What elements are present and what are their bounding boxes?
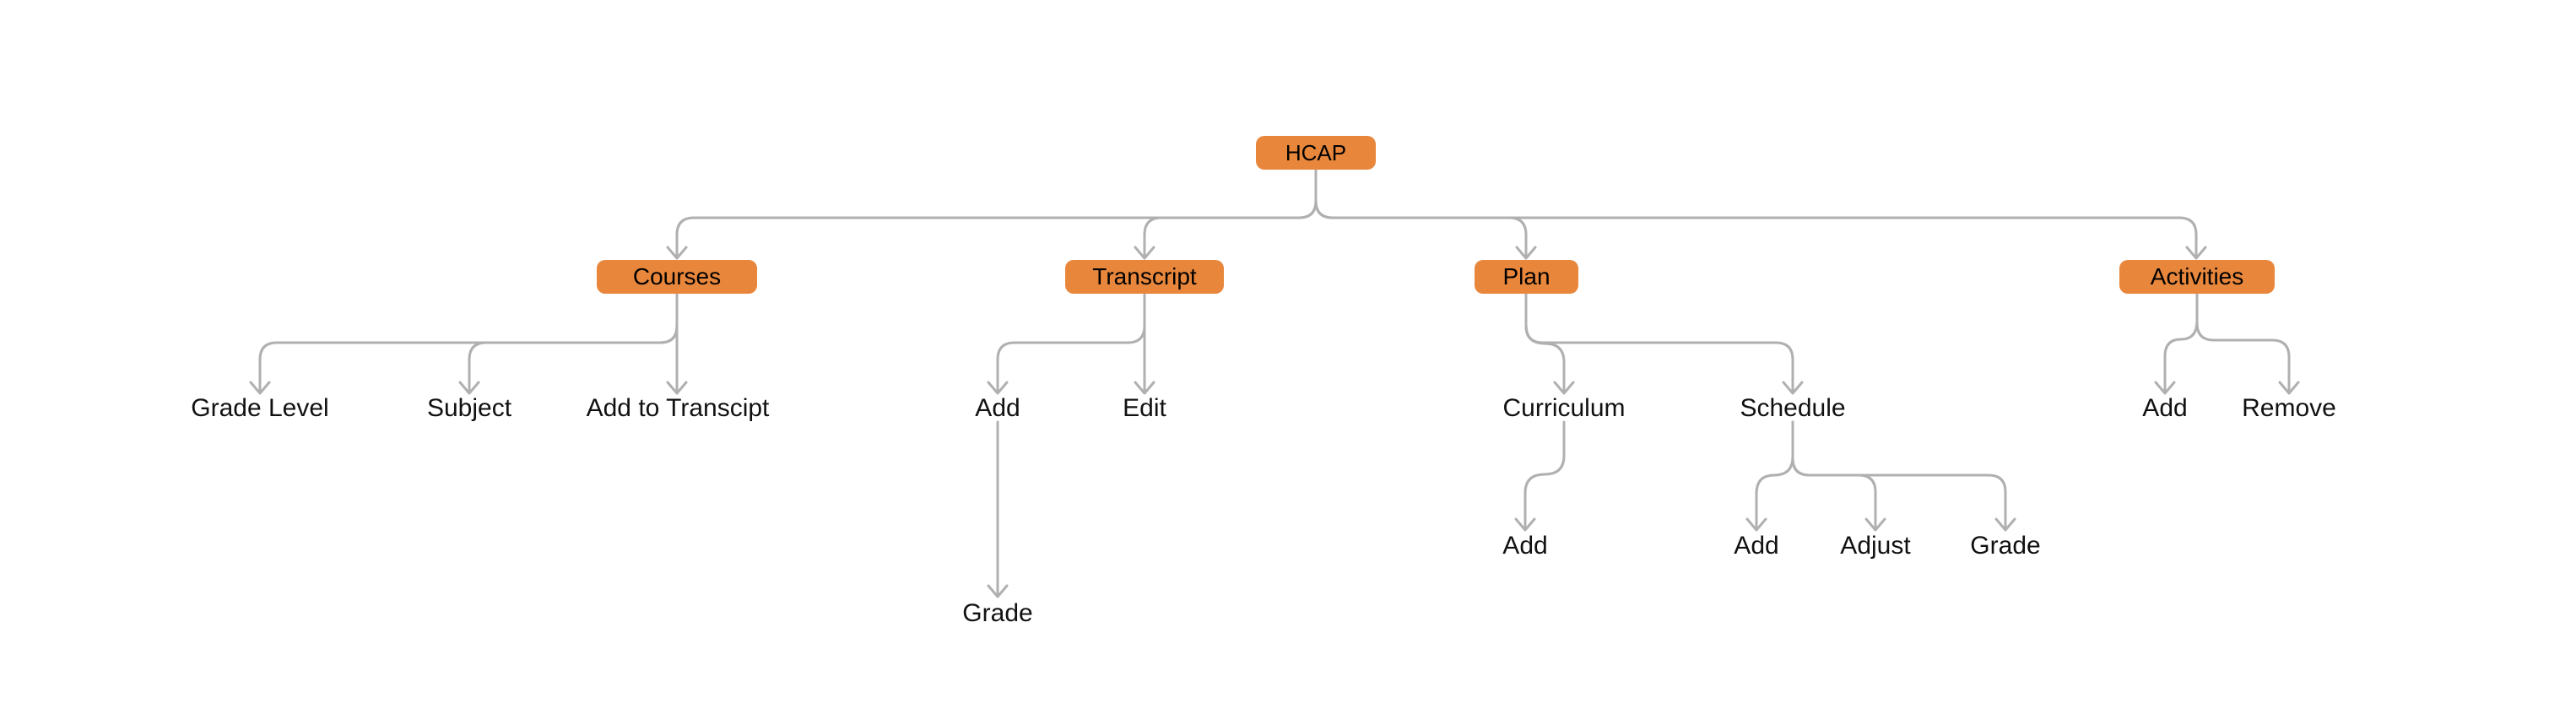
- edge-plan-curriculum: [1524, 292, 1575, 395]
- node-hcap: HCAP: [1256, 136, 1376, 170]
- leaf-schedule-grade: Grade: [1970, 532, 2041, 560]
- edge-hcap-transcript: [1134, 168, 1318, 260]
- leaf-schedule-add: Add: [1734, 532, 1779, 560]
- node-activities: Activities: [2119, 260, 2275, 294]
- edge-schedule-add: [1745, 420, 1794, 532]
- leaf-schedule-adjust: Adjust: [1840, 532, 1911, 560]
- leaf-grade-level: Grade Level: [191, 394, 329, 422]
- leaf-activities-remove: Remove: [2242, 394, 2336, 422]
- node-courses: Courses: [597, 260, 757, 294]
- edge-courses-add-to-transcipt: [666, 292, 688, 395]
- leaf-add-to-transcipt: Add to Transcipt: [586, 394, 770, 422]
- edge-curriculum-add: [1514, 420, 1566, 532]
- leaf-schedule: Schedule: [1740, 394, 1846, 422]
- leaf-transcript-edit: Edit: [1123, 394, 1166, 422]
- leaf-transcript-add: Add: [975, 394, 1020, 422]
- leaf-transcript-add-grade: Grade: [962, 599, 1033, 627]
- edge-hcap-activities: [1314, 168, 2207, 260]
- edge-plan-schedule: [1524, 292, 1804, 395]
- node-plan: Plan: [1475, 260, 1578, 294]
- edge-transcript-edit: [1134, 292, 1155, 395]
- node-transcript: Transcript: [1065, 260, 1224, 294]
- edge-courses-subject: [458, 292, 679, 395]
- edge-hcap-courses: [666, 168, 1318, 260]
- edge-activities-remove: [2195, 292, 2300, 395]
- leaf-activities-add: Add: [2142, 394, 2188, 422]
- leaf-subject: Subject: [426, 394, 512, 422]
- edge-courses-grade-level: [249, 292, 679, 395]
- edge-transcript-add: [987, 292, 1146, 395]
- leaf-curriculum-add: Add: [1502, 532, 1548, 560]
- edge-activities-add: [2154, 292, 2199, 395]
- edge-schedule-grade: [1791, 420, 2016, 532]
- edge-hcap-plan: [1314, 168, 1537, 260]
- edge-schedule-adjust: [1791, 420, 1886, 532]
- leaf-curriculum: Curriculum: [1502, 394, 1626, 422]
- edge-transcript-add-grade: [987, 420, 1009, 598]
